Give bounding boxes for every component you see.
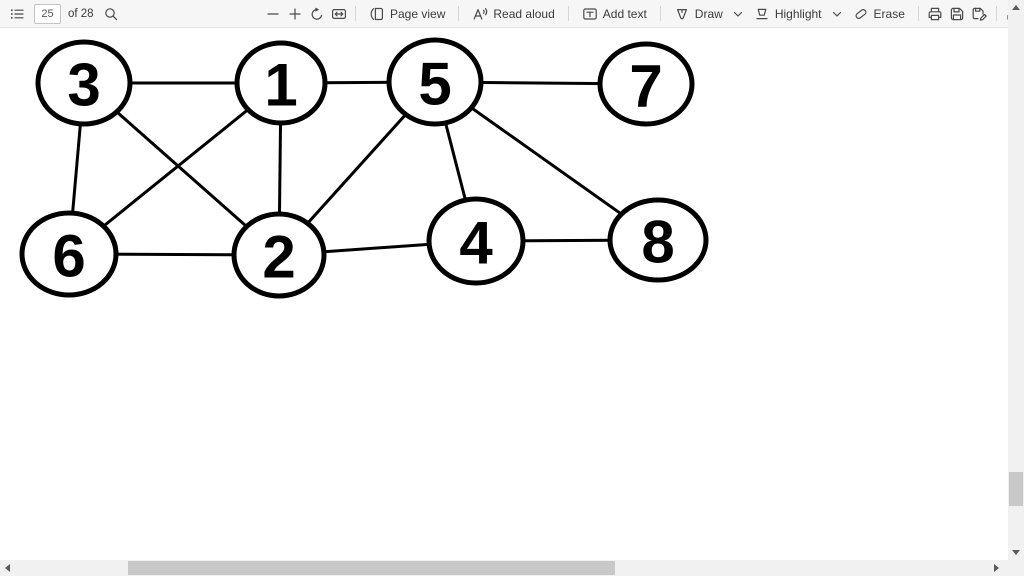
search-icon — [105, 7, 118, 20]
horizontal-scrollbar[interactable] — [0, 560, 1008, 576]
save-icon — [951, 7, 964, 20]
draw-options-chevron[interactable] — [731, 2, 746, 26]
page-number-input[interactable] — [34, 3, 61, 24]
toolbar-left-group: of 28 — [6, 0, 122, 27]
graph-node-label: 3 — [67, 52, 100, 119]
erase-button[interactable]: Erase — [846, 2, 912, 26]
scroll-up-arrow-icon[interactable] — [1012, 5, 1020, 10]
save-as-button[interactable] — [969, 2, 990, 26]
rotate-button[interactable] — [306, 2, 327, 26]
read-aloud-button[interactable]: Read aloud — [465, 2, 561, 26]
add-text-icon — [582, 7, 597, 20]
toolbar-separator — [995, 6, 997, 21]
toolbar-main-group: Page view Read aloud Add text — [262, 0, 1024, 27]
toolbar-separator — [567, 6, 569, 21]
zoom-in-button[interactable] — [284, 2, 305, 26]
zoom-out-icon — [266, 12, 279, 15]
scroll-down-arrow-icon[interactable] — [1012, 550, 1020, 555]
toolbar-separator — [458, 6, 460, 21]
chevron-down-icon — [832, 11, 842, 17]
graph-node — [386, 37, 484, 127]
draw-button[interactable]: Draw — [667, 2, 730, 26]
page-count-label: of 28 — [68, 7, 94, 20]
print-button[interactable] — [925, 2, 946, 26]
fit-width-icon — [331, 8, 346, 19]
zoom-out-button[interactable] — [262, 2, 283, 26]
scroll-left-arrow-icon[interactable] — [5, 564, 10, 572]
vertical-scrollbar-thumb[interactable] — [1009, 472, 1023, 506]
toolbar-separator — [659, 6, 661, 21]
page-view-label: Page view — [390, 6, 446, 21]
page-view-button[interactable]: Page view — [362, 2, 452, 26]
graph-node-label: 8 — [641, 209, 674, 276]
rotate-icon — [311, 7, 322, 20]
read-aloud-icon — [473, 7, 488, 20]
highlight-label: Highlight — [774, 6, 822, 21]
add-text-button[interactable]: Add text — [575, 2, 654, 26]
scroll-right-arrow-icon[interactable] — [994, 564, 999, 572]
chevron-down-icon — [734, 11, 743, 17]
graph-node-label: 4 — [459, 210, 493, 277]
draw-label: Draw — [694, 6, 723, 21]
add-text-label: Add text — [602, 6, 647, 21]
document-page: 3 1 5 7 6 2 4 8 — [0, 28, 1008, 560]
graph-node — [35, 39, 133, 127]
zoom-in-icon — [288, 7, 301, 20]
fit-to-width-button[interactable] — [328, 2, 349, 26]
toolbar-separator — [355, 6, 356, 21]
graph-node — [19, 210, 119, 298]
vertical-scrollbar[interactable] — [1008, 0, 1024, 560]
graph-node — [607, 197, 709, 283]
graph-node-label: 7 — [629, 53, 662, 120]
highlight-options-chevron[interactable] — [830, 2, 845, 26]
graph-node-label: 2 — [262, 224, 295, 291]
draw-icon — [676, 8, 687, 19]
search-button[interactable] — [101, 2, 122, 26]
print-icon — [928, 7, 942, 20]
horizontal-scrollbar-thumb[interactable] — [128, 561, 615, 575]
erase-label: Erase — [873, 6, 905, 21]
toc-button[interactable] — [6, 2, 27, 26]
graph-node — [426, 196, 526, 286]
save-as-icon — [972, 7, 988, 21]
page-view-icon — [370, 7, 383, 20]
toolbar-separator — [917, 6, 919, 21]
graph-node — [597, 41, 695, 127]
read-aloud-label: Read aloud — [493, 6, 555, 21]
save-button[interactable] — [947, 2, 968, 26]
graph-node — [234, 40, 328, 126]
graph-node-label: 5 — [418, 51, 451, 118]
erase-icon — [855, 8, 867, 19]
graph-node-label: 6 — [52, 223, 85, 290]
scrollbar-corner — [1008, 560, 1024, 576]
highlight-icon — [756, 8, 768, 19]
toc-icon — [10, 8, 24, 19]
highlight-button[interactable]: Highlight — [747, 2, 829, 26]
graph-node-label: 1 — [264, 52, 297, 119]
graph-node — [231, 211, 327, 299]
pdf-toolbar: of 28 — [0, 0, 1024, 28]
